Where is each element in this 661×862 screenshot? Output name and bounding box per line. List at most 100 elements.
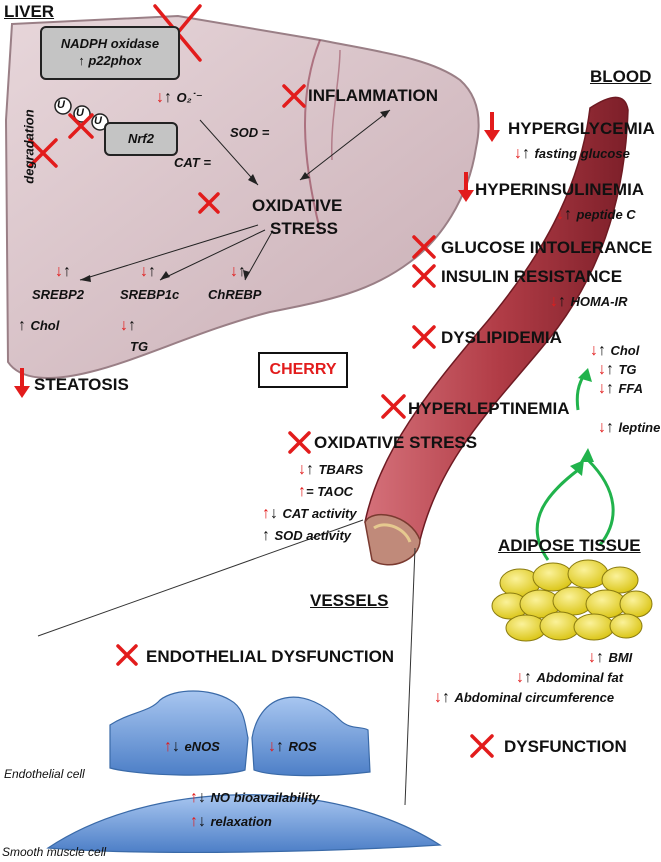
ffa-up: ↑ (606, 380, 614, 397)
nrf2-box: Nrf2 (104, 122, 178, 156)
chrebp-up: ↑ (238, 263, 246, 280)
blood-tg-label: TG (618, 362, 637, 377)
ros-row: ↓↑ ROS (268, 739, 317, 755)
taoc-row: ↑= TAOC (298, 484, 353, 500)
homa-up: ↑ (558, 293, 566, 310)
nrf2-label: Nrf2 (127, 130, 154, 146)
bchol-up: ↑ (598, 342, 606, 359)
relaxation-row: ↑↓ relaxation (190, 814, 272, 830)
big-arrow-hyperglycemia (484, 112, 500, 142)
liver-tg-label: TG (130, 339, 149, 354)
af-up: ↑ (524, 669, 532, 686)
zoom-line-right (404, 547, 416, 806)
cross-dyslipidemia (412, 325, 436, 349)
af-down: ↓ (516, 669, 524, 686)
bmi-up: ↑ (596, 649, 604, 666)
cat-activity-label: CAT activity (282, 506, 357, 521)
sod-up: ↑ (262, 527, 270, 544)
btg-down: ↓ (598, 361, 606, 378)
peptide-c-row: ↓↑ peptide C (556, 207, 636, 223)
srebp1c-arrows: ↓↑ (140, 264, 156, 280)
liver-oxidative-line1: OXIDATIVE (252, 196, 343, 215)
endothelial-cell-label: Endothelial cell (4, 767, 85, 781)
degradation-label: degradation (21, 109, 37, 184)
endothelial-dysfunction-label: ENDOTHELIAL DYSFUNCTION (146, 647, 395, 666)
glucose-intolerance-label: GLUCOSE INTOLERANCE (441, 238, 653, 257)
cross-ubiquitin (68, 113, 94, 139)
dyslipidemia-label: DYSLIPIDEMIA (441, 328, 562, 347)
abdominal-fat-row: ↓↑ Abdominal fat (516, 670, 623, 686)
tg-down: ↓ (120, 317, 128, 334)
leptine-label: leptine (618, 420, 661, 435)
nadph-line1: NADPH oxidase (60, 36, 160, 52)
tg-arrows: ↓↑ (120, 318, 136, 334)
chol-up: ↑ (18, 317, 26, 334)
homa-down: ↓ (550, 293, 558, 310)
tbars-row: ↓↑ TBARS (298, 462, 363, 478)
liver-oxidative-line2: STRESS (270, 219, 339, 238)
green-arrow-leptine-up (575, 374, 586, 411)
homa-row: ↓↑ HOMA-IR (550, 294, 628, 310)
abdominal-circ-row: ↓↑ Abdominal circumference (434, 690, 614, 706)
cherry-label: CHERRY (258, 352, 348, 388)
cat-up: ↑ (262, 505, 270, 522)
big-arrow-hyperinsulinemia (458, 172, 474, 202)
steatosis-label: STEATOSIS (34, 375, 129, 394)
sod-activity-row: ↑ SOD activity (262, 528, 351, 544)
srebp1c-down: ↓ (140, 263, 148, 280)
adipose-tissue (491, 559, 653, 642)
sod-activity-label: SOD activity (274, 528, 352, 543)
smooth-muscle-cell-label: Smooth muscle cell (2, 845, 107, 859)
ac-up: ↑ (442, 689, 450, 706)
abdominal-circumference-label: Abdominal circumference (454, 690, 615, 705)
dysfunction-label: DYSFUNCTION (504, 737, 627, 756)
liver-arrowheads (80, 110, 390, 282)
blood-tg-row: ↓↑ TG (598, 362, 637, 378)
pc-down: ↓ (556, 206, 564, 223)
hyperglycemia-label: HYPERGLYCEMIA (508, 119, 655, 138)
sod-label: SOD = (230, 125, 270, 140)
lep-up: ↑ (606, 419, 614, 436)
abdominal-fat-label: Abdominal fat (536, 670, 624, 685)
inflammation-label: INFLAMMATION (308, 86, 438, 105)
srebp2-arrows: ↓↑ (55, 264, 71, 280)
tbars-down: ↓ (298, 461, 306, 478)
cat-down: ↓ (270, 505, 278, 522)
liver-shape (4, 14, 480, 379)
ros-up: ↑ (276, 738, 284, 755)
taoc-up: ↑ (298, 483, 306, 500)
tbars-label: TBARS (318, 462, 364, 477)
lep-down: ↓ (598, 419, 606, 436)
smooth-muscle-cell (46, 794, 442, 854)
rel-up: ↑ (190, 813, 198, 830)
blood-title: BLOOD (590, 67, 652, 86)
srebp2-up: ↑ (63, 263, 71, 280)
ros-label: ROS (288, 739, 317, 754)
blood-chol-label: Chol (610, 343, 640, 358)
ffa-row: ↓↑ FFA (598, 381, 643, 397)
adipose-title: ADIPOSE TISSUE (498, 536, 641, 555)
ubiquitin-1: U (57, 99, 65, 111)
fg-down: ↓ (514, 145, 522, 162)
ubiquitin-3: U (94, 115, 102, 127)
no-bioavailability-label: NO bioavailability (210, 790, 320, 805)
o2-up-arrow: ↑ (164, 89, 172, 106)
endothelial-cell-right (251, 696, 371, 777)
bchol-down: ↓ (590, 342, 598, 359)
blood-oxidative-stress-label: OXIDATIVE STRESS (314, 433, 478, 452)
ffa-label: FFA (618, 381, 644, 396)
relaxation-label: relaxation (210, 814, 272, 829)
liver-ligament (330, 49, 341, 161)
cat-activity-row: ↑↓ CAT activity (262, 506, 357, 522)
taoc-label: = TAOC (306, 484, 354, 499)
liver-title: LIVER (4, 2, 55, 21)
fasting-glucose-label: fasting glucose (534, 146, 630, 161)
cross-inflammation (282, 84, 306, 108)
enos-row: ↑↓ eNOS (164, 739, 220, 755)
blood-vessel (364, 96, 629, 541)
nob-up: ↑ (190, 789, 198, 806)
btg-up: ↑ (606, 361, 614, 378)
chol-row: ↑ Chol (18, 318, 59, 334)
bmi-label: BMI (608, 650, 633, 665)
